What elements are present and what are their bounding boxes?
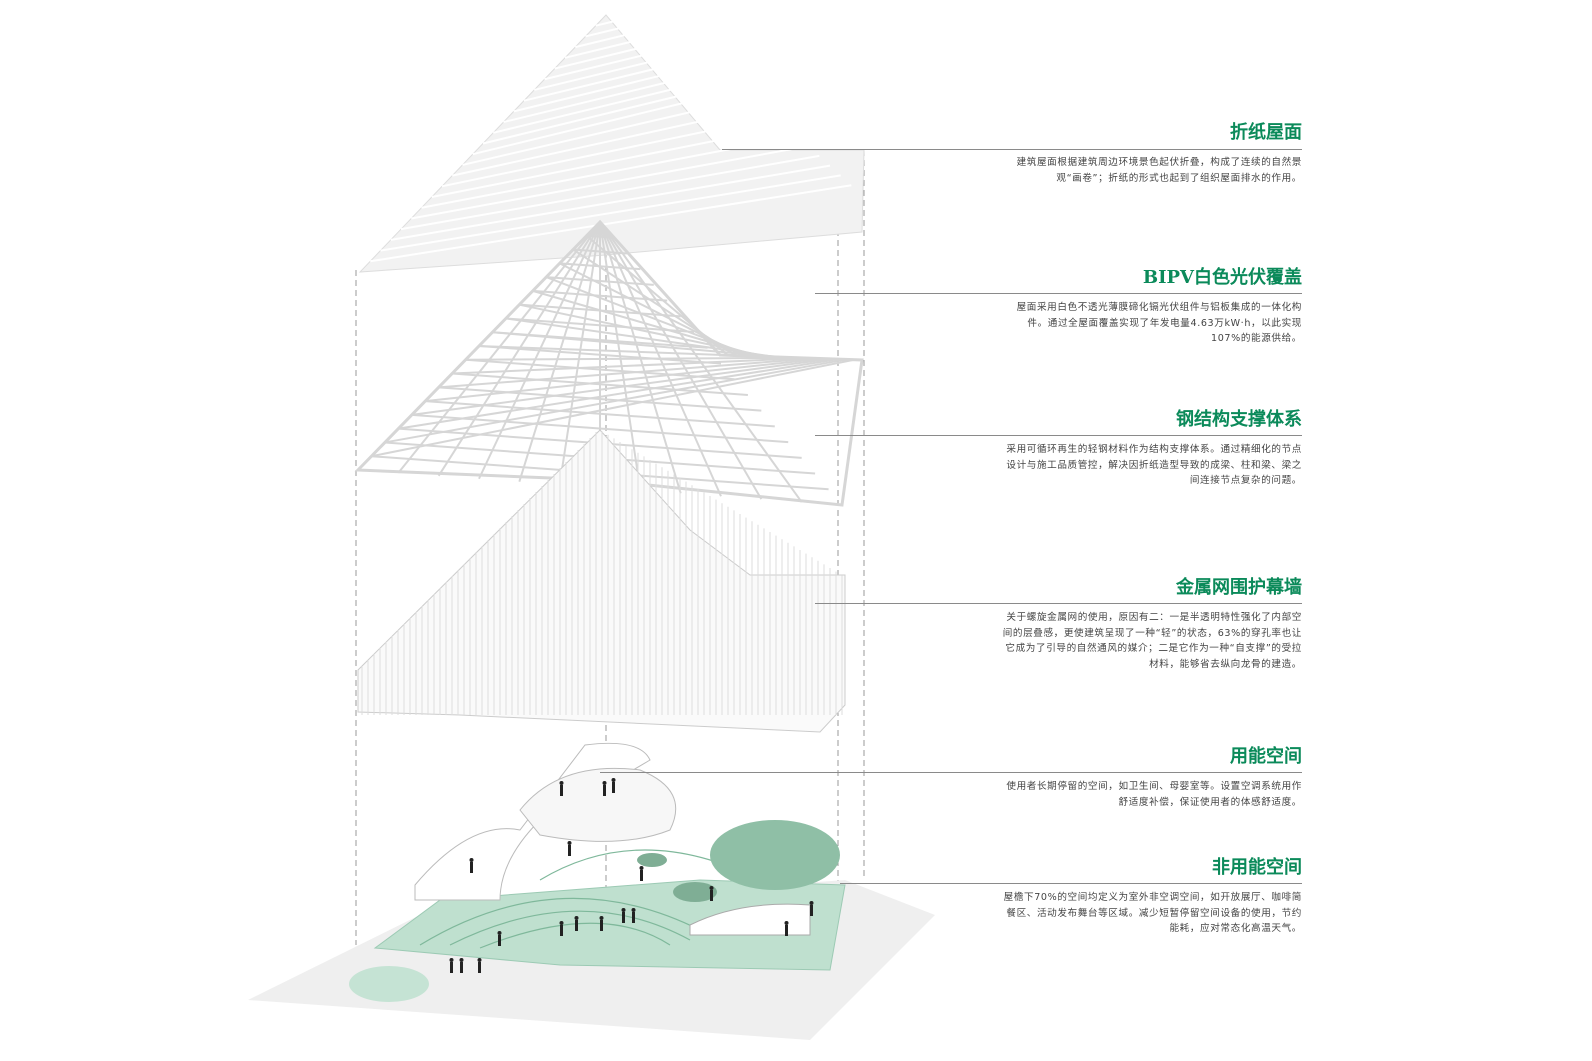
leader-line-mesh — [815, 603, 1302, 604]
layer-title: 非用能空间 — [1212, 857, 1302, 878]
layer-description: 屋檐下70%的空间均定义为室外非空调空间，如开放展厅、咖啡简餐区、活动发布舞台等… — [1003, 892, 1302, 934]
leader-line-non-energy-space — [840, 883, 1302, 884]
layer-annotation-steel: 钢结构支撑体系 采用可循环再生的轻钢材料作为结构支撑体系。通过精细化的节点设计与… — [1002, 408, 1302, 489]
layer-description: 屋面采用白色不透光薄膜碲化镉光伏组件与铝板集成的一体化构件。通过全屋面覆盖实现了… — [1016, 302, 1302, 344]
layer-description: 建筑屋面根据建筑周边环境景色起伏折叠，构成了连续的自然景观“画卷”；折纸的形式也… — [1016, 157, 1302, 184]
layer-description: 采用可循环再生的轻钢材料作为结构支撑体系。通过精细化的节点设计与施工品质管控，解… — [1006, 444, 1302, 486]
layer-title: 金属网围护幕墙 — [1176, 577, 1302, 598]
layer-description: 使用者长期停留的空间，如卫生间、母婴室等。设置空调系统用作舒适度补偿，保证使用者… — [1006, 781, 1302, 808]
layer-title: 折纸屋面 — [1230, 122, 1302, 143]
layer-title: 用能空间 — [1230, 746, 1302, 767]
ground-floor — [248, 742, 935, 1040]
folded-roof — [358, 14, 865, 273]
layer-annotation-bipv: BIPV白色光伏覆盖 屋面采用白色不透光薄膜碲化镉光伏组件与铝板集成的一体化构件… — [1002, 266, 1302, 347]
layer-title: BIPV白色光伏覆盖 — [1142, 267, 1302, 288]
leader-line-steel — [815, 435, 1302, 436]
leader-line-bipv — [815, 293, 1302, 294]
leader-line-energy-space — [600, 772, 1302, 773]
layer-annotation-non-energy-space: 非用能空间 屋檐下70%的空间均定义为室外非空调空间，如开放展厅、咖啡简餐区、活… — [1002, 856, 1302, 937]
leader-line-roof — [722, 149, 1302, 150]
layer-annotation-energy-space: 用能空间 使用者长期停留的空间，如卫生间、母婴室等。设置空调系统用作舒适度补偿，… — [1002, 745, 1302, 810]
layer-annotation-roof: 折纸屋面 建筑屋面根据建筑周边环境景色起伏折叠，构成了连续的自然景观“画卷”；折… — [1002, 121, 1302, 186]
metal-mesh-curtain-wall — [357, 429, 846, 733]
layer-description: 关于螺旋金属网的使用，原因有二：一是半透明特性强化了内部空间的层叠感，更使建筑呈… — [1002, 612, 1302, 670]
layer-title: 钢结构支撑体系 — [1176, 409, 1302, 430]
layer-annotation-mesh: 金属网围护幕墙 关于螺旋金属网的使用，原因有二：一是半透明特性强化了内部空间的层… — [1002, 576, 1302, 672]
